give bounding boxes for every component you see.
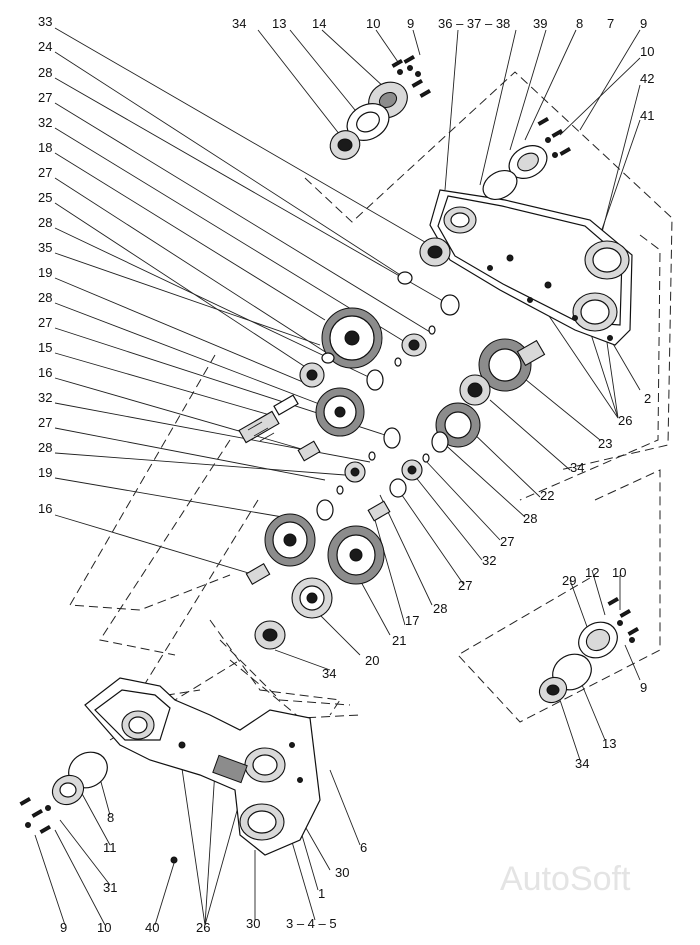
callout-18: 18 [38,140,52,155]
callout-19: 19 [38,465,52,480]
callout-7: 7 [607,16,614,31]
callout-36-37-38: 36 – 37 – 38 [438,16,510,31]
callout-31: 31 [103,880,117,895]
callout-9: 9 [640,16,647,31]
callout-19: 19 [38,265,52,280]
callout-32: 32 [38,115,52,130]
callout-labels: 33 24 28 27 32 18 27 25 28 35 19 28 27 1… [38,14,654,935]
callout-28: 28 [38,215,52,230]
callout-17: 17 [405,613,419,628]
callout-27: 27 [38,315,52,330]
callout-10: 10 [97,920,111,935]
callout-3-4-5: 3 – 4 – 5 [286,916,337,931]
callout-20: 20 [365,653,379,668]
callout-9: 9 [640,680,647,695]
callout-26: 26 [618,413,632,428]
watermark: AutoSoft [500,860,631,898]
callout-10: 10 [366,16,380,31]
callout-15: 15 [38,340,52,355]
callout-30: 30 [246,916,260,931]
callout-8: 8 [576,16,583,31]
callout-2: 2 [644,391,651,406]
callout-32: 32 [38,390,52,405]
callout-28: 28 [38,65,52,80]
callout-13: 13 [272,16,286,31]
callout-9: 9 [407,16,414,31]
callout-34: 34 [232,16,246,31]
callout-16: 16 [38,501,52,516]
callout-42: 42 [640,71,654,86]
right-gear-train [389,338,546,498]
callout-34: 34 [322,666,336,681]
top-cover-assembly [329,54,432,160]
callout-13: 13 [602,736,616,751]
callout-6: 6 [360,840,367,855]
callout-27: 27 [38,90,52,105]
shaft-15 [238,394,299,444]
callout-12: 12 [585,565,599,580]
leader-lines [34,27,641,926]
callout-25: 25 [38,190,52,205]
callout-26: 26 [196,920,210,935]
callout-30: 30 [335,865,349,880]
callout-8: 8 [107,810,114,825]
callout-28: 28 [433,601,447,616]
callout-27: 27 [458,578,472,593]
assembly-boundaries [69,71,673,741]
callout-28: 28 [38,290,52,305]
callout-21: 21 [392,633,406,648]
callout-22: 22 [540,488,554,503]
callout-40: 40 [145,920,159,935]
callout-34: 34 [570,460,584,475]
callout-16: 16 [38,365,52,380]
callout-23: 23 [598,436,612,451]
callout-27: 27 [38,415,52,430]
central-gear-train [238,237,460,650]
callout-10: 10 [640,44,654,59]
lower-housing [19,677,321,864]
callout-14: 14 [312,16,326,31]
callout-27: 27 [500,534,514,549]
callout-33: 33 [38,14,52,29]
callout-35: 35 [38,240,52,255]
callout-28: 28 [523,511,537,526]
side-cover-group [482,116,572,201]
callout-1: 1 [318,886,325,901]
callout-39: 39 [533,16,547,31]
callout-41: 41 [640,108,654,123]
callout-32: 32 [482,553,496,568]
right-cover-group [538,596,640,704]
callout-24: 24 [38,39,52,54]
callout-27: 27 [38,165,52,180]
callout-34: 34 [575,756,589,771]
callout-29: 29 [562,573,576,588]
callout-11: 11 [103,840,117,855]
callout-10: 10 [612,565,626,580]
callout-9: 9 [60,920,67,935]
housing-cover-plate [429,189,633,346]
callout-28: 28 [38,440,52,455]
bolt-set-top [391,54,432,98]
